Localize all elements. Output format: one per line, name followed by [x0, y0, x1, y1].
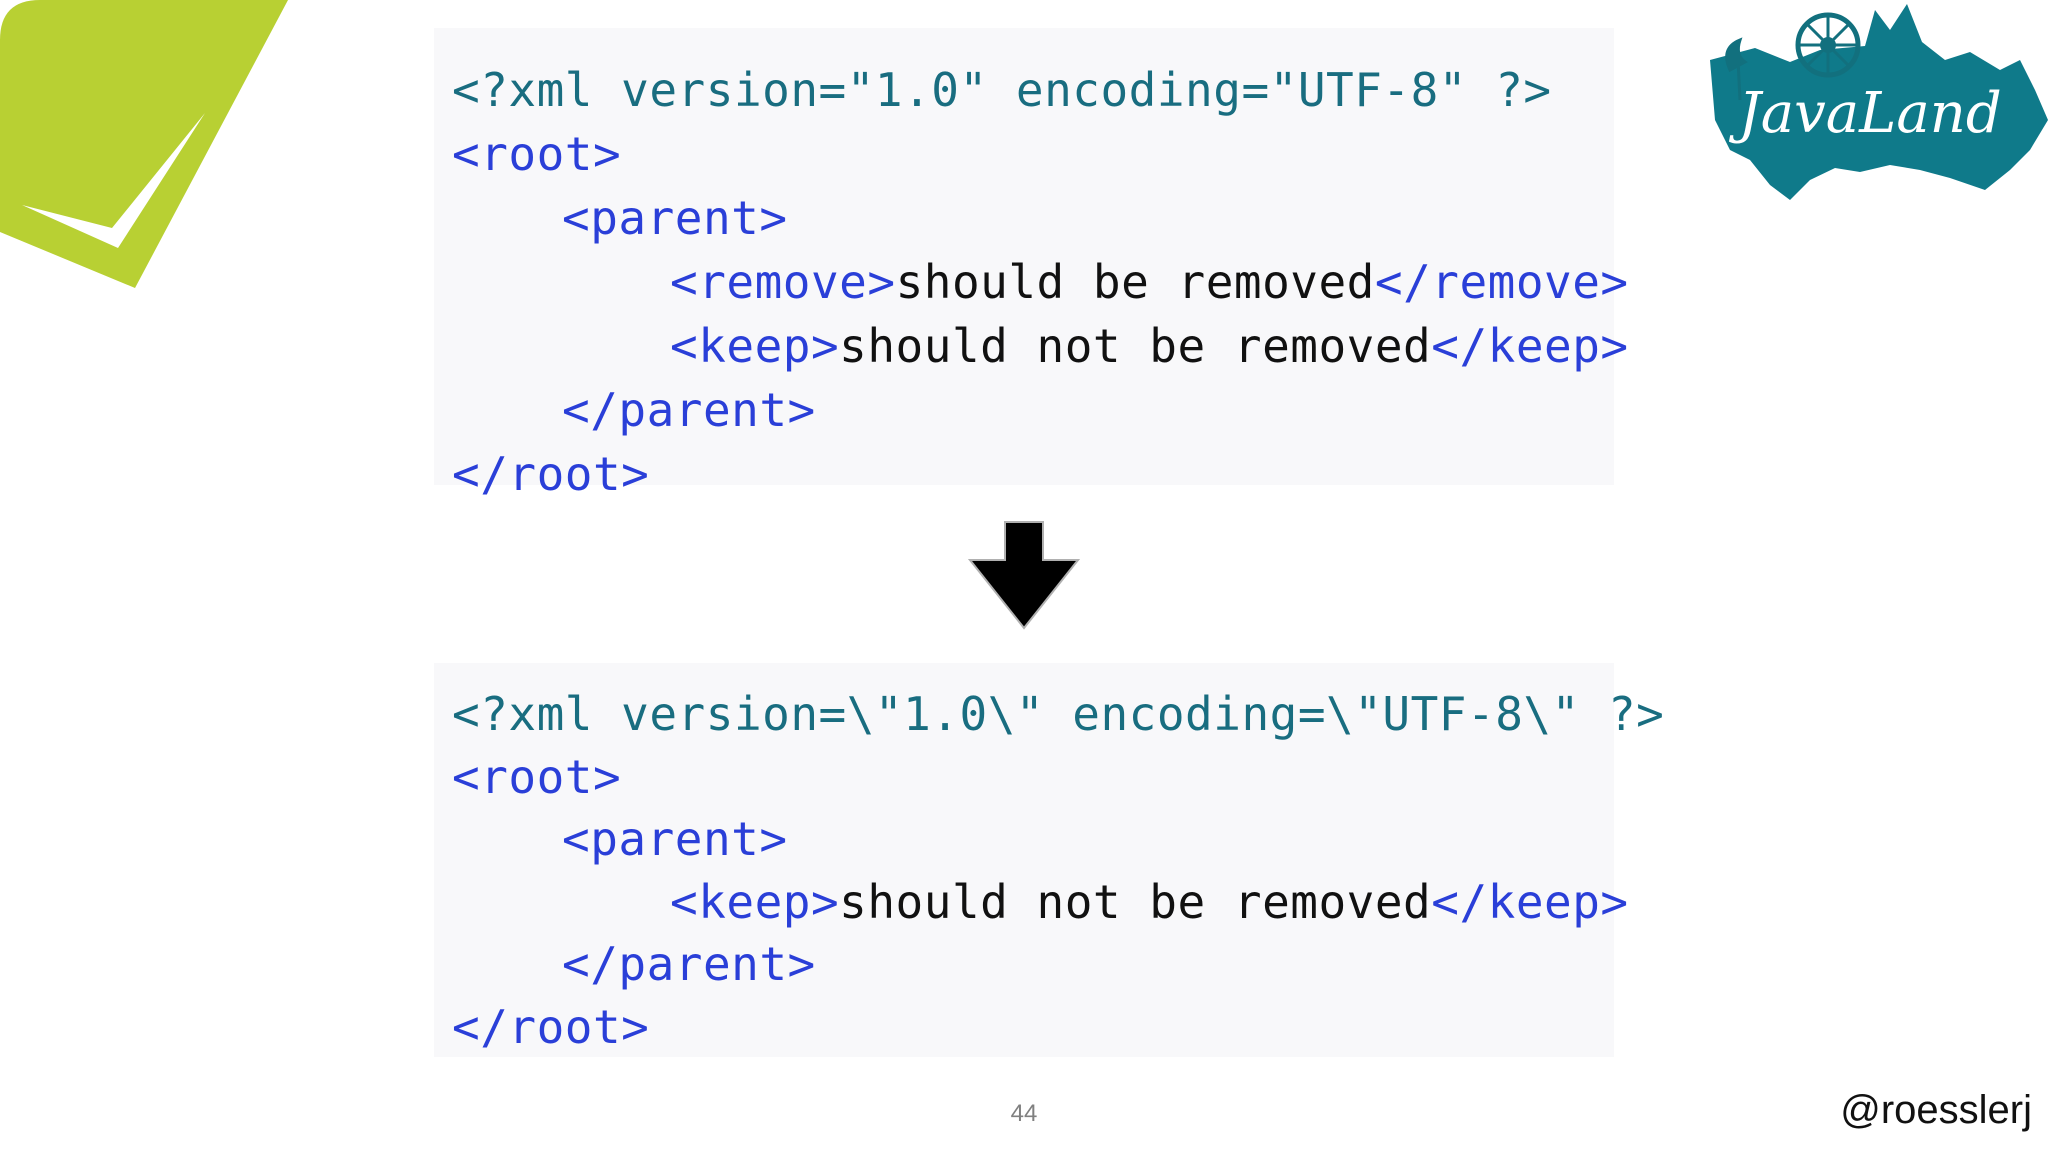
- keep-open-tag: <keep>: [670, 874, 840, 929]
- parent-open-tag: <parent>: [562, 191, 788, 245]
- keep-element-text: should not be removed: [839, 874, 1432, 929]
- javaland-logo-icon: JavaLand: [1710, 4, 2048, 200]
- parent-close-tag: </parent>: [562, 937, 816, 991]
- root-open-tag: <root>: [452, 127, 622, 181]
- page-number: 44: [1010, 1100, 1038, 1127]
- keep-element-line: <keep>should not be removed</keep>: [452, 871, 1628, 934]
- root-close-tag: </root>: [452, 999, 650, 1054]
- xml-declaration: <?xml version="1.0" encoding="UTF-8" ?>: [452, 63, 1552, 117]
- xml-declaration-line: <?xml version="1.0" encoding="UTF-8" ?>: [452, 58, 1614, 122]
- author-handle: @roesslerj: [1840, 1088, 2032, 1132]
- escaped-xml-code-block: <?xml version=\"1.0\" encoding=\"UTF-8\"…: [434, 663, 1664, 1059]
- keep-element-line: <keep>should not be removed</keep>: [452, 314, 1628, 378]
- remove-element-line: <remove>should be removed</remove>: [452, 250, 1628, 314]
- parent-open-line: <parent>: [452, 808, 1614, 871]
- keep-close-tag: </keep>: [1431, 319, 1629, 373]
- remove-open-tag: <remove>: [670, 255, 896, 309]
- keep-open-tag: <keep>: [670, 319, 840, 373]
- parent-open-tag: <parent>: [562, 812, 788, 866]
- xml-declaration-line: <?xml version=\"1.0\" encoding=\"UTF-8\"…: [452, 683, 1664, 746]
- parent-open-line: <parent>: [452, 186, 1614, 250]
- xml-declaration: <?xml version=\"1.0\" encoding=\"UTF-8\"…: [452, 687, 1665, 741]
- parent-close-line: </parent>: [452, 378, 1614, 442]
- root-close-line: </root>: [452, 996, 1614, 1059]
- parent-close-line: </parent>: [452, 933, 1614, 996]
- remove-close-tag: </remove>: [1374, 255, 1629, 309]
- keep-element-text: should not be removed: [839, 319, 1432, 373]
- root-close-tag: </root>: [452, 447, 650, 501]
- root-open-tag: <root>: [452, 749, 622, 804]
- remove-element-text: should be removed: [895, 255, 1375, 309]
- green-check-icon: [0, 0, 288, 288]
- keep-close-tag: </keep>: [1431, 874, 1629, 929]
- javaland-logo-text: JavaLand: [1728, 81, 2001, 146]
- root-open-line: <root>: [452, 746, 1614, 809]
- root-open-line: <root>: [452, 122, 1614, 186]
- arrow-down-icon: [968, 521, 1080, 630]
- root-close-line: </root>: [452, 442, 1614, 506]
- original-xml-code-block: <?xml version="1.0" encoding="UTF-8" ?> …: [434, 28, 1628, 501]
- parent-close-tag: </parent>: [562, 383, 816, 437]
